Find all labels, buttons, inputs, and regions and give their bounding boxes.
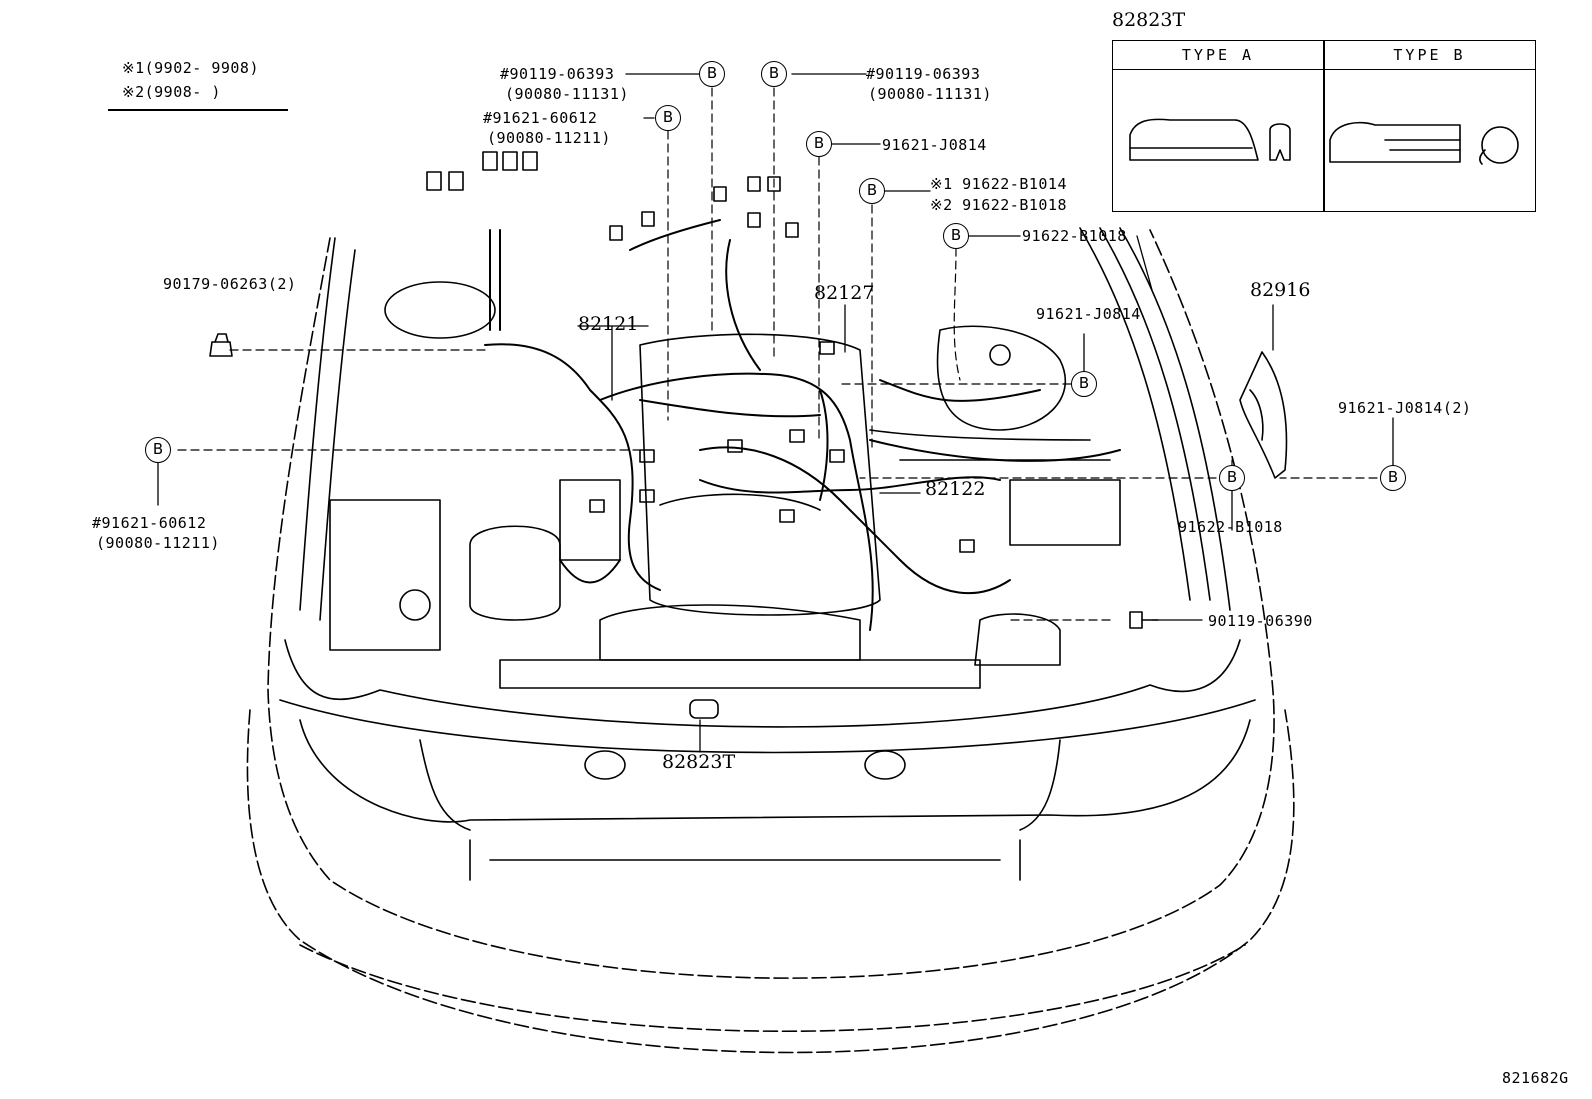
part-number-91621-60612-top: #91621-60612 — [483, 109, 598, 127]
part-number-90080-11211-left: (90080-11211) — [96, 534, 220, 552]
callout-b-1: B — [699, 61, 725, 87]
figure-code: 821682G — [1502, 1069, 1569, 1087]
part-number-82122: 82122 — [925, 478, 986, 500]
part-number-91621-60612-left: #91621-60612 — [92, 514, 207, 532]
part-number-82127: 82127 — [814, 282, 875, 304]
legend-underline — [108, 109, 288, 111]
type-a-header: TYPE A — [1113, 41, 1323, 70]
solid-leaders — [157, 73, 1394, 753]
fender-lines — [299, 227, 1231, 621]
callout-b-6: B — [943, 223, 969, 249]
callout-b-8: B — [145, 437, 171, 463]
legend-line-1: ※1(9902- 9908) — [122, 59, 259, 77]
type-table: TYPE A TYPE B — [1112, 40, 1536, 212]
front-end-structure — [279, 639, 1256, 881]
part-number-91621-j0814-mid: 91621-J0814 — [1036, 305, 1141, 323]
callout-b-5: B — [859, 178, 885, 204]
part-number-82121: 82121 — [578, 313, 639, 335]
leader-lines — [177, 87, 1378, 621]
type-a-cover-drawings — [1129, 118, 1291, 161]
engine-components — [329, 281, 1121, 666]
callout-b-4: B — [806, 131, 832, 157]
part-number-90119-06393-right: #90119-06393 — [866, 65, 981, 83]
part-number-90119-06393-left: #90119-06393 — [500, 65, 615, 83]
clip-nut-90179 — [209, 333, 233, 357]
part-number-82916: 82916 — [1250, 279, 1311, 301]
callout-b-2: B — [761, 61, 787, 87]
part-number-90080-11131-right: (90080-11131) — [868, 85, 992, 103]
wiring-harness — [484, 219, 1121, 631]
connectors — [426, 151, 975, 719]
part-number-90119-06390: 90119-06390 — [1208, 612, 1313, 630]
type-b-header: TYPE B — [1324, 41, 1535, 70]
bracket-82916 — [1239, 351, 1288, 479]
part-number-91622-b1014: ※1 91622-B1014 — [930, 175, 1067, 193]
part-number-82823t: 82823T — [662, 751, 736, 773]
part-number-91622-b1018-lower: 91622-B1018 — [1178, 518, 1283, 536]
part-number-91622-b1018-mark: ※2 91622-B1018 — [930, 196, 1067, 214]
callout-b-10: B — [1380, 465, 1406, 491]
part-number-90179-06263: 90179-06263(2) — [163, 275, 297, 293]
part-number-90080-11211-top: (90080-11211) — [487, 129, 611, 147]
legend-line-2: ※2(9908- ) — [122, 83, 221, 101]
type-b-cover-drawings — [1329, 121, 1519, 165]
bolt-90119-06390 — [1129, 611, 1159, 629]
part-number-90080-11131-left: (90080-11131) — [505, 85, 629, 103]
type-table-title: 82823T — [1112, 9, 1186, 31]
vehicle-body-outline — [246, 229, 1295, 1054]
part-number-91621-j0814-top: 91621-J0814 — [882, 136, 987, 154]
callout-b-3: B — [655, 105, 681, 131]
part-number-91621-j0814-2: 91621-J0814(2) — [1338, 399, 1472, 417]
callout-b-9: B — [1219, 465, 1245, 491]
type-table-divider — [1323, 41, 1325, 211]
callout-b-7: B — [1071, 371, 1097, 397]
part-number-91622-b1018-right: 91622-B1018 — [1022, 227, 1127, 245]
